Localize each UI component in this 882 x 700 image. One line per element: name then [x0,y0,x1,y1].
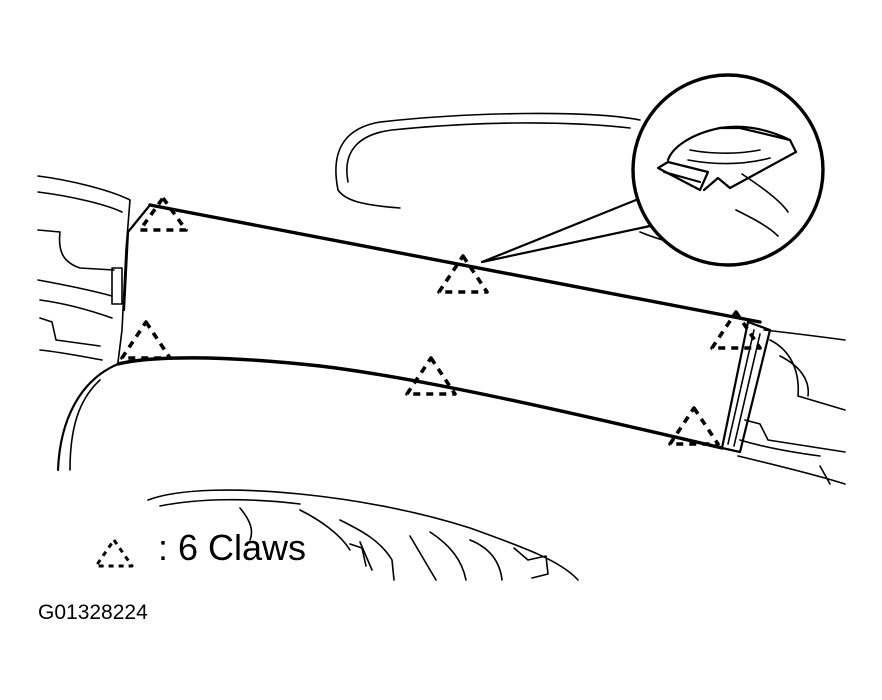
dashed-triangle-icon [710,310,762,350]
figure-id: G01328224 [38,601,148,624]
claw-detail-magnifier-icon [631,73,825,267]
dashed-triangle-icon [405,356,457,396]
callout-pointer [480,198,652,264]
legend-dashed-triangle-icon [94,538,134,568]
claw-markers [120,196,762,446]
legend-label: : 6 Claws [158,527,307,568]
dashed-triangle-icon [138,196,188,232]
dashed-triangle-icon [437,254,489,294]
dashed-triangle-icon [668,406,720,446]
dashed-triangle-icon [120,320,172,360]
